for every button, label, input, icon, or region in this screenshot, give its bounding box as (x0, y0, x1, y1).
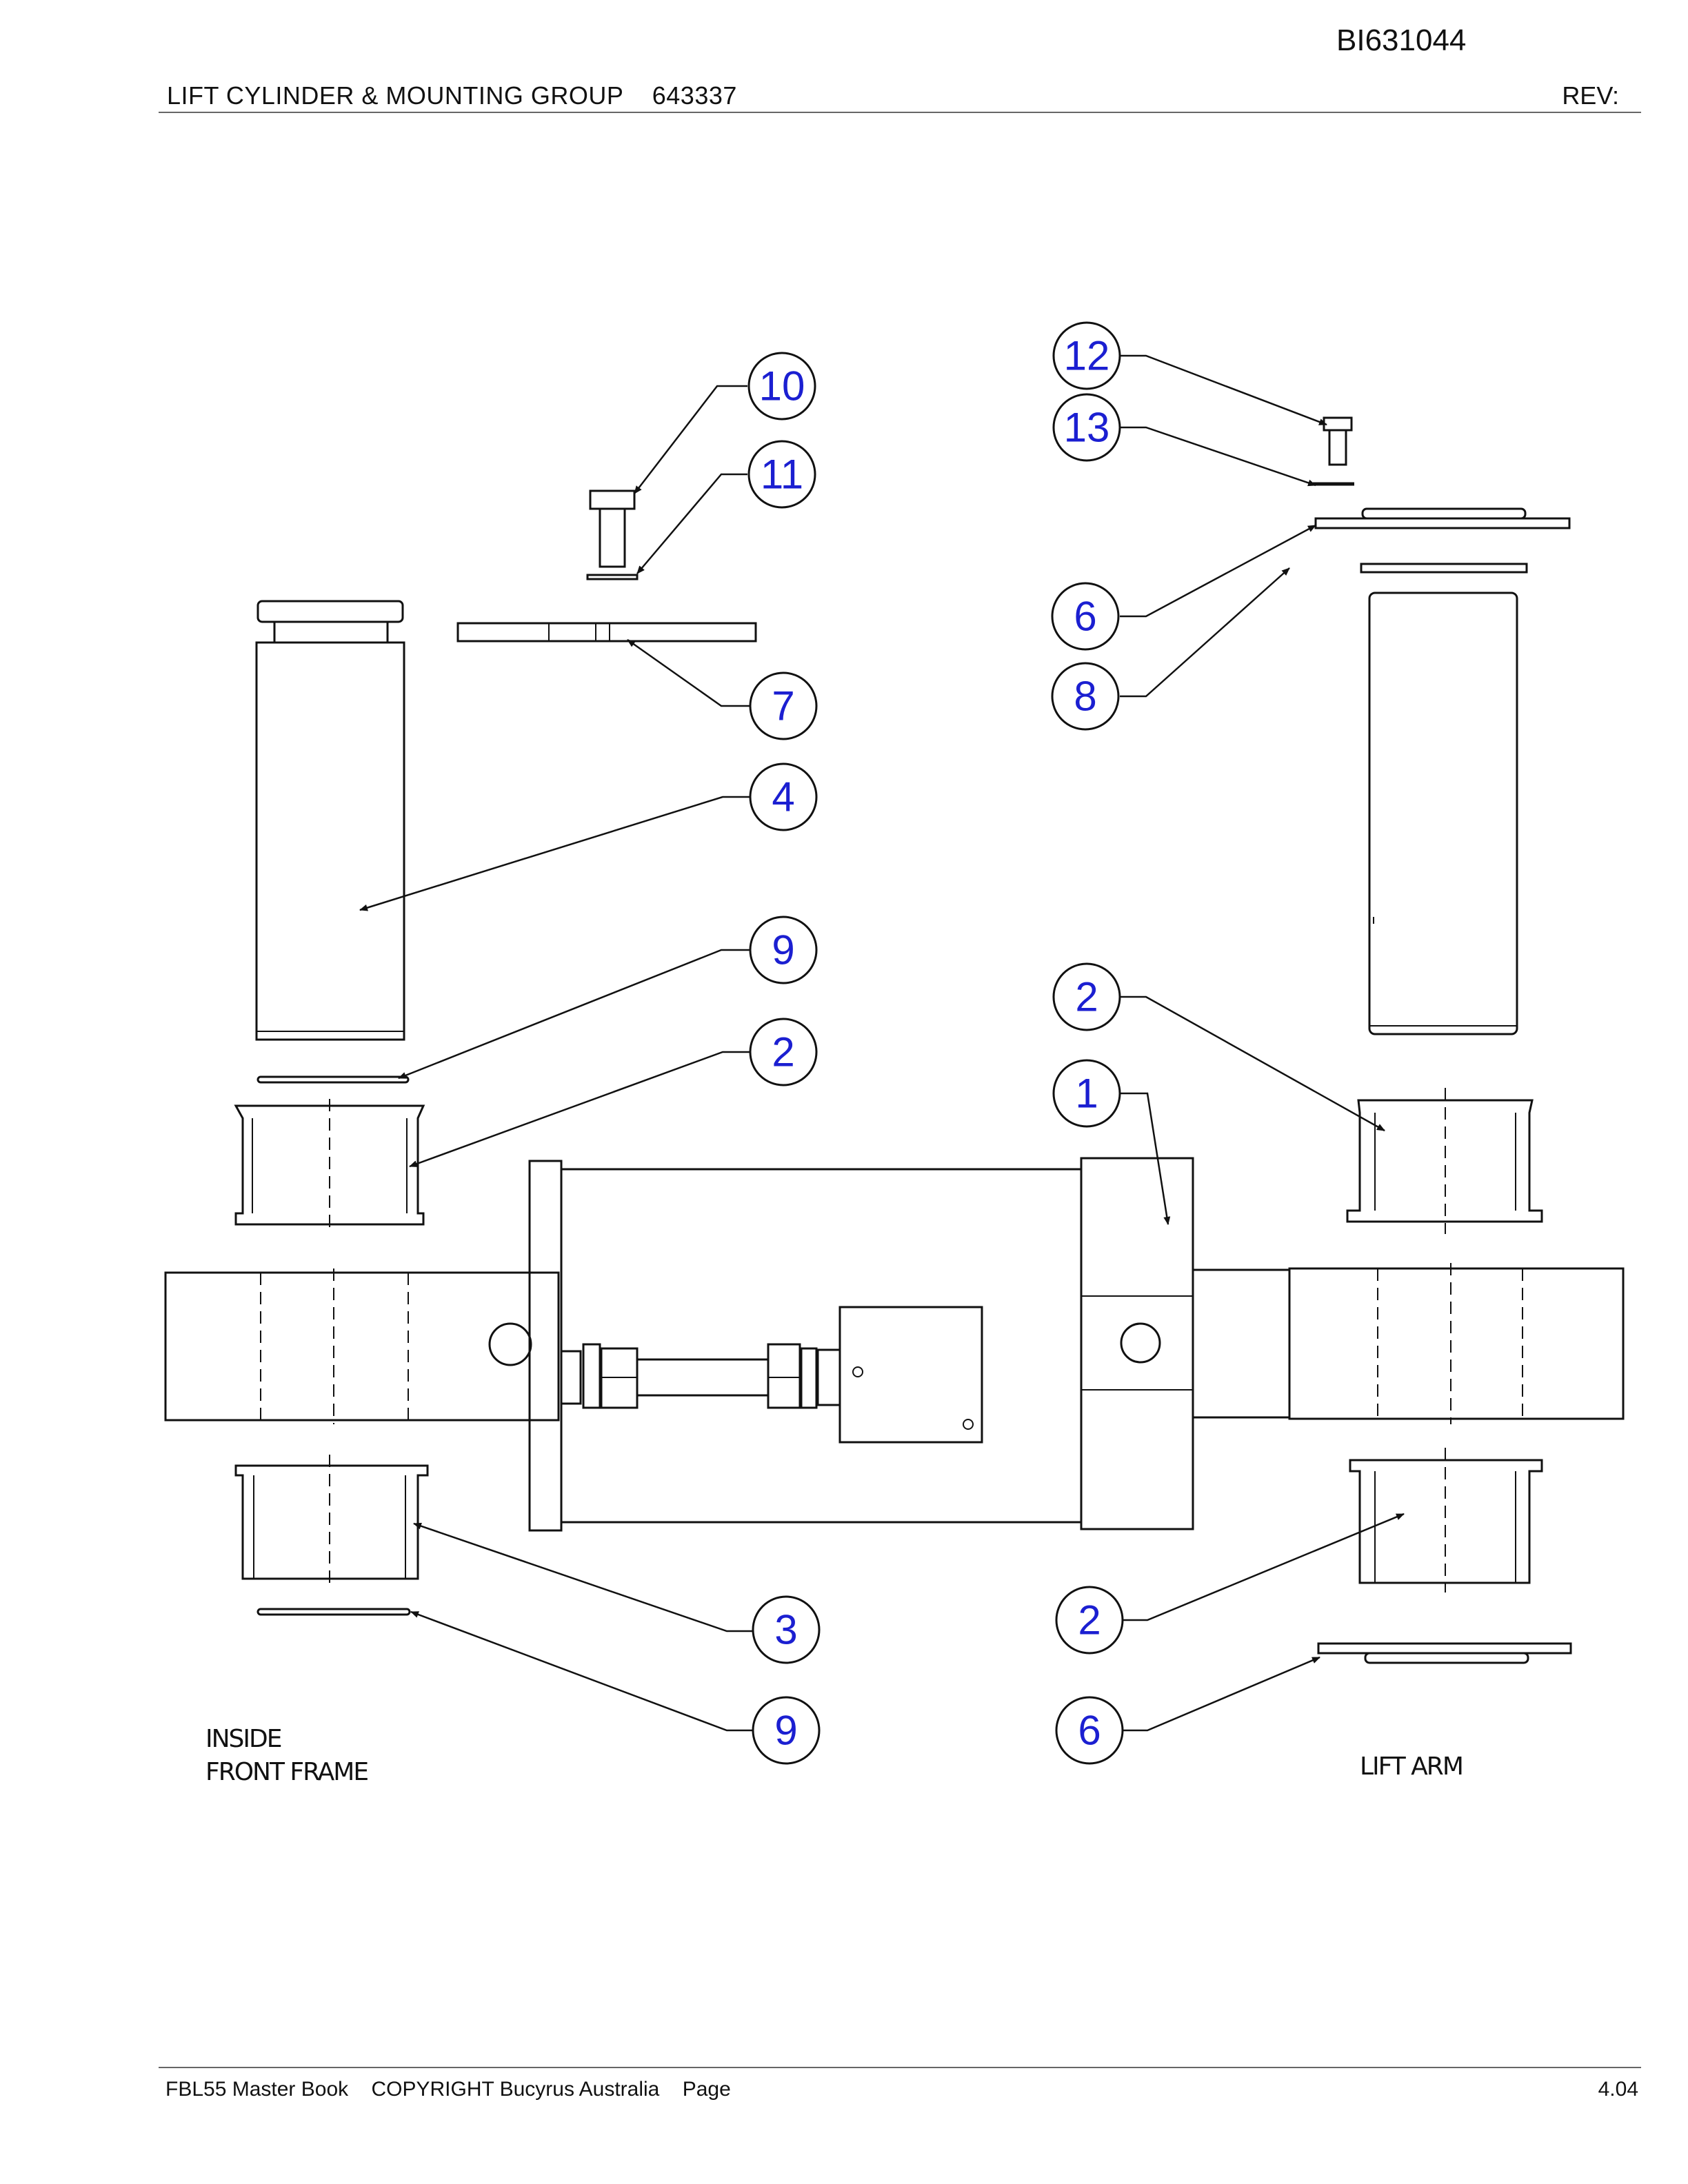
callout-9-lower: 9 (752, 1696, 821, 1765)
washer-part-11 (586, 574, 639, 580)
callout-8: 8 (1051, 662, 1120, 731)
bushing-part-3 (234, 1455, 429, 1590)
shim-part-9-lower (257, 1608, 411, 1616)
bushing-part-2-right-lower (1349, 1448, 1543, 1593)
svg-text:6: 6 (1074, 594, 1096, 640)
callout-13: 13 (1052, 393, 1121, 462)
svg-text:2: 2 (772, 1029, 794, 1075)
pin-part-4 (255, 600, 405, 1041)
bushing-part-2-left (234, 1099, 425, 1233)
callout-11: 11 (747, 440, 816, 509)
page-title: LIFT CYLINDER & MOUNTING GROUP 643337 (167, 81, 737, 110)
svg-text:2: 2 (1075, 974, 1098, 1020)
svg-text:7: 7 (772, 683, 794, 729)
callout-2-left: 2 (749, 1018, 818, 1086)
callout-9-upper: 9 (749, 916, 818, 984)
plate-part-6-lower (1317, 1642, 1572, 1664)
bolt-part-12 (1323, 416, 1353, 466)
callout-12: 12 (1052, 321, 1121, 390)
callout-2-right-upper: 2 (1052, 962, 1121, 1031)
label-lift-arm: LIFT ARM (1360, 1752, 1463, 1781)
bolt-part-10 (589, 489, 636, 568)
shim-part-9-upper (257, 1075, 410, 1084)
callout-2-right-lower: 2 (1055, 1586, 1124, 1655)
lift-cylinder-part-1 (528, 1157, 1291, 1532)
plate-part-7 (456, 622, 757, 643)
callout-6-upper: 6 (1051, 582, 1120, 651)
callout-10: 10 (747, 352, 816, 421)
svg-text:10: 10 (759, 363, 805, 410)
svg-text:13: 13 (1064, 405, 1110, 451)
svg-text:3: 3 (774, 1607, 797, 1653)
svg-text:6: 6 (1078, 1708, 1101, 1754)
footer-rule (159, 2067, 1641, 2068)
shim-part-8 (1360, 563, 1528, 574)
footer-text: FBL55 Master Book COPYRIGHT Bucyrus Aust… (165, 2078, 731, 2101)
revision-label: REV: (1562, 81, 1619, 110)
document-id: BI631044 (1336, 23, 1467, 57)
leader-lines (359, 354, 1405, 1732)
svg-text:8: 8 (1074, 674, 1096, 720)
plate-part-6-upper (1314, 507, 1571, 529)
page-number: 4.04 (1598, 2078, 1638, 2101)
svg-text:12: 12 (1064, 333, 1110, 379)
callout-6-lower: 6 (1055, 1696, 1124, 1765)
label-inside: INSIDE (205, 1725, 281, 1753)
svg-text:9: 9 (772, 927, 794, 973)
svg-text:2: 2 (1078, 1597, 1101, 1644)
svg-text:1: 1 (1075, 1071, 1098, 1117)
pin-right (1368, 592, 1518, 1035)
lift-arm-block (1288, 1263, 1625, 1424)
callout-3: 3 (752, 1595, 821, 1664)
callout-1: 1 (1052, 1059, 1121, 1128)
header-rule (159, 112, 1641, 113)
svg-text:11: 11 (761, 452, 803, 498)
callout-7: 7 (749, 671, 818, 740)
bushing-part-2-right-upper (1346, 1088, 1543, 1234)
svg-text:9: 9 (774, 1708, 797, 1754)
label-front-frame: FRONT FRAME (205, 1758, 368, 1786)
svg-text:4: 4 (772, 774, 794, 820)
front-frame-block (164, 1268, 560, 1424)
callout-4: 4 (749, 762, 818, 831)
